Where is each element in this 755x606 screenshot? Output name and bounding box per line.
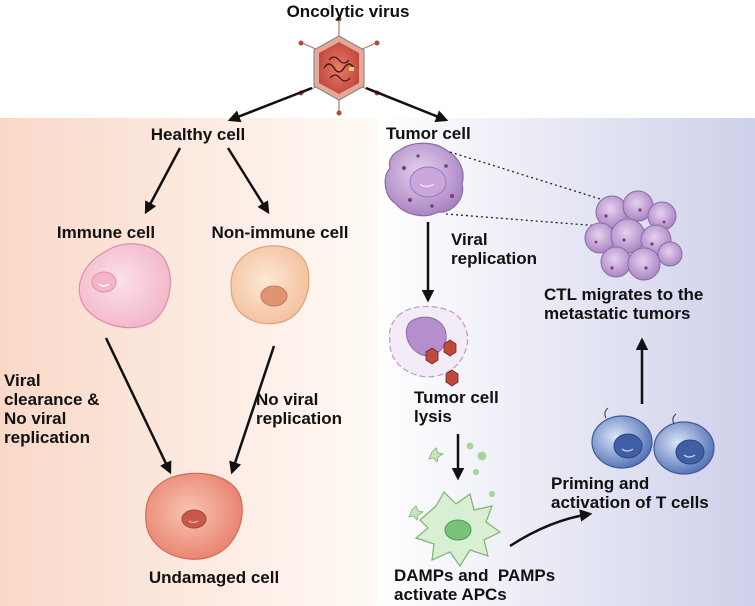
viral-replication-label: Viral replication: [451, 230, 537, 268]
virus-icon: [298, 16, 380, 116]
immune-cell-icon: [78, 243, 171, 329]
lysed-tumor-cell-icon: [388, 305, 469, 387]
metastatic-tumor-icon: [584, 190, 683, 281]
arrow-apc-to-tcells: [509, 509, 593, 548]
non-immune-cell-label: Non-immune cell: [211, 223, 349, 242]
arrow-virus-to-tumor: [365, 86, 449, 123]
immune-cell-label: Immune cell: [56, 223, 156, 242]
damp-particles: [428, 442, 487, 475]
damps-label: DAMPs and PAMPs activate APCs: [394, 566, 556, 604]
arrow-healthy-to-immune: [144, 147, 182, 215]
arrow-healthy-to-nonimmune: [226, 147, 270, 215]
undamaged-cell-icon: [145, 472, 243, 560]
tumor-cell-label: Tumor cell: [386, 124, 471, 143]
undamaged-cell-label: Undamaged cell: [148, 568, 280, 587]
apc-icon: [408, 491, 502, 568]
arrow-virus-to-healthy: [227, 86, 313, 123]
healthy-cell-label: Healthy cell: [150, 125, 246, 144]
non-immune-cell-icon: [230, 245, 310, 325]
arrow-nonimmune-to-undamaged: [229, 345, 276, 475]
arrow-immune-to-undamaged: [104, 337, 172, 475]
priming-label: Priming and activation of T cells: [551, 474, 709, 512]
ctl-label: CTL migrates to the metastatic tumors: [544, 285, 704, 323]
non-immune-outcome-label: No viral replication: [256, 390, 342, 428]
lysis-label: Tumor cell lysis: [414, 388, 499, 426]
diagram-title: Oncolytic virus: [286, 2, 410, 21]
tumor-cell-icon: [384, 142, 464, 217]
t-cell-icon: [591, 407, 715, 475]
dotted-line-lower: [445, 213, 601, 227]
immune-outcome-label: Viral clearance & No viral replication: [4, 371, 100, 447]
